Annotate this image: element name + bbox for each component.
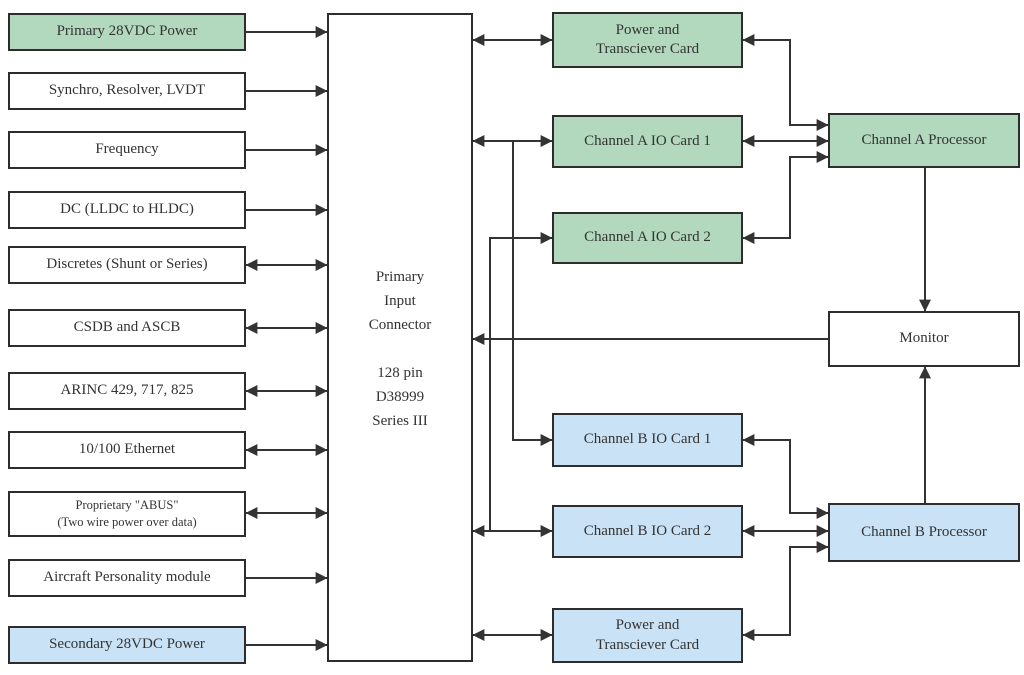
input-label: DC (LLDC to HLDC) xyxy=(60,201,194,218)
input-box-dc-lldc-hldc: DC (LLDC to HLDC) xyxy=(8,191,246,229)
card-label-line2: Transciever Card xyxy=(595,636,700,653)
processor-label: Channel B Processor xyxy=(861,523,987,540)
card-label-line2: Transciever Card xyxy=(595,41,700,57)
primary-input-connector-box: Primary Input Connector 128 pin D38999 S… xyxy=(327,13,473,662)
card-label: Channel B IO Card 1 xyxy=(583,431,712,448)
input-box-synchro-resolver-lvdt: Synchro, Resolver, LVDT xyxy=(8,72,246,110)
card-label: Channel A IO Card 2 xyxy=(584,229,711,246)
input-label: Proprietary "ABUS" xyxy=(75,498,179,513)
card-label: Channel A IO Card 1 xyxy=(584,132,711,149)
input-box-primary-28vdc-power: Primary 28VDC Power xyxy=(8,13,246,51)
connector-name-line: Connector xyxy=(368,317,432,333)
connector-text: Primary Input Connector 128 pin D38999 S… xyxy=(329,265,471,433)
input-box-frequency: Frequency xyxy=(8,131,246,169)
input-label: Synchro, Resolver, LVDT xyxy=(48,82,206,99)
input-label: Primary 28VDC Power xyxy=(56,23,198,40)
channel-a-processor-box: Channel A Processor xyxy=(828,113,1020,168)
input-box-abus: Proprietary "ABUS" (Two wire power over … xyxy=(8,491,246,537)
connector-spec-line: 128 pin xyxy=(377,365,423,381)
arrow-branch-to-channel-b-io1 xyxy=(512,141,553,446)
card-channel-a-io-1: Channel A IO Card 1 xyxy=(552,115,743,168)
input-label: CSDB and ASCB xyxy=(73,319,181,336)
input-box-arinc: ARINC 429, 717, 825 xyxy=(8,372,246,410)
connector-text-gap xyxy=(329,337,471,361)
input-box-ethernet: 10/100 Ethernet xyxy=(8,431,246,469)
input-label: Frequency xyxy=(95,141,159,158)
card-channel-b-io-1: Channel B IO Card 1 xyxy=(552,413,743,467)
arrow-power-card-b-to-processor-b xyxy=(742,541,829,641)
input-label: 10/100 Ethernet xyxy=(78,441,176,458)
input-label: Discretes (Shunt or Series) xyxy=(46,256,208,273)
connector-name-line: Primary xyxy=(375,269,425,285)
input-label: Secondary 28VDC Power xyxy=(49,636,205,653)
card-label: Channel B IO Card 2 xyxy=(583,522,712,539)
card-channel-b-io-2: Channel B IO Card 2 xyxy=(552,505,743,558)
input-box-discretes: Discretes (Shunt or Series) xyxy=(8,246,246,284)
input-label: Aircraft Personality module xyxy=(43,569,211,586)
card-power-transceiver-b: Power and Transciever Card xyxy=(552,608,743,663)
input-box-secondary-28vdc-power: Secondary 28VDC Power xyxy=(8,626,246,664)
connector-spec-line: D38999 xyxy=(375,389,425,405)
card-power-transceiver-a: Power and Transciever Card xyxy=(552,12,743,68)
input-box-csdb-ascb: CSDB and ASCB xyxy=(8,309,246,347)
card-label-line1: Power and xyxy=(615,617,680,633)
input-label: ARINC 429, 717, 825 xyxy=(60,382,194,399)
processor-label: Channel A Processor xyxy=(861,131,987,148)
arrow-channel-b-io1-to-processor-b xyxy=(742,434,829,519)
card-label-line1: Power and xyxy=(615,21,680,38)
arrow-branch-to-channel-a-io2 xyxy=(489,232,553,531)
input-box-aircraft-personality-module: Aircraft Personality module xyxy=(8,559,246,597)
arrow-channel-a-io2-to-processor-a xyxy=(742,151,829,244)
monitor-label: Monitor xyxy=(899,330,949,347)
arrow-power-card-a-to-processor-a xyxy=(742,34,829,131)
channel-b-processor-box: Channel B Processor xyxy=(828,503,1020,562)
monitor-box: Monitor xyxy=(828,311,1020,367)
input-sublabel: (Two wire power over data) xyxy=(57,515,197,529)
connector-spec-line: Series III xyxy=(372,413,428,429)
connector-name-line: Input xyxy=(384,293,416,309)
card-channel-a-io-2: Channel A IO Card 2 xyxy=(552,212,743,264)
